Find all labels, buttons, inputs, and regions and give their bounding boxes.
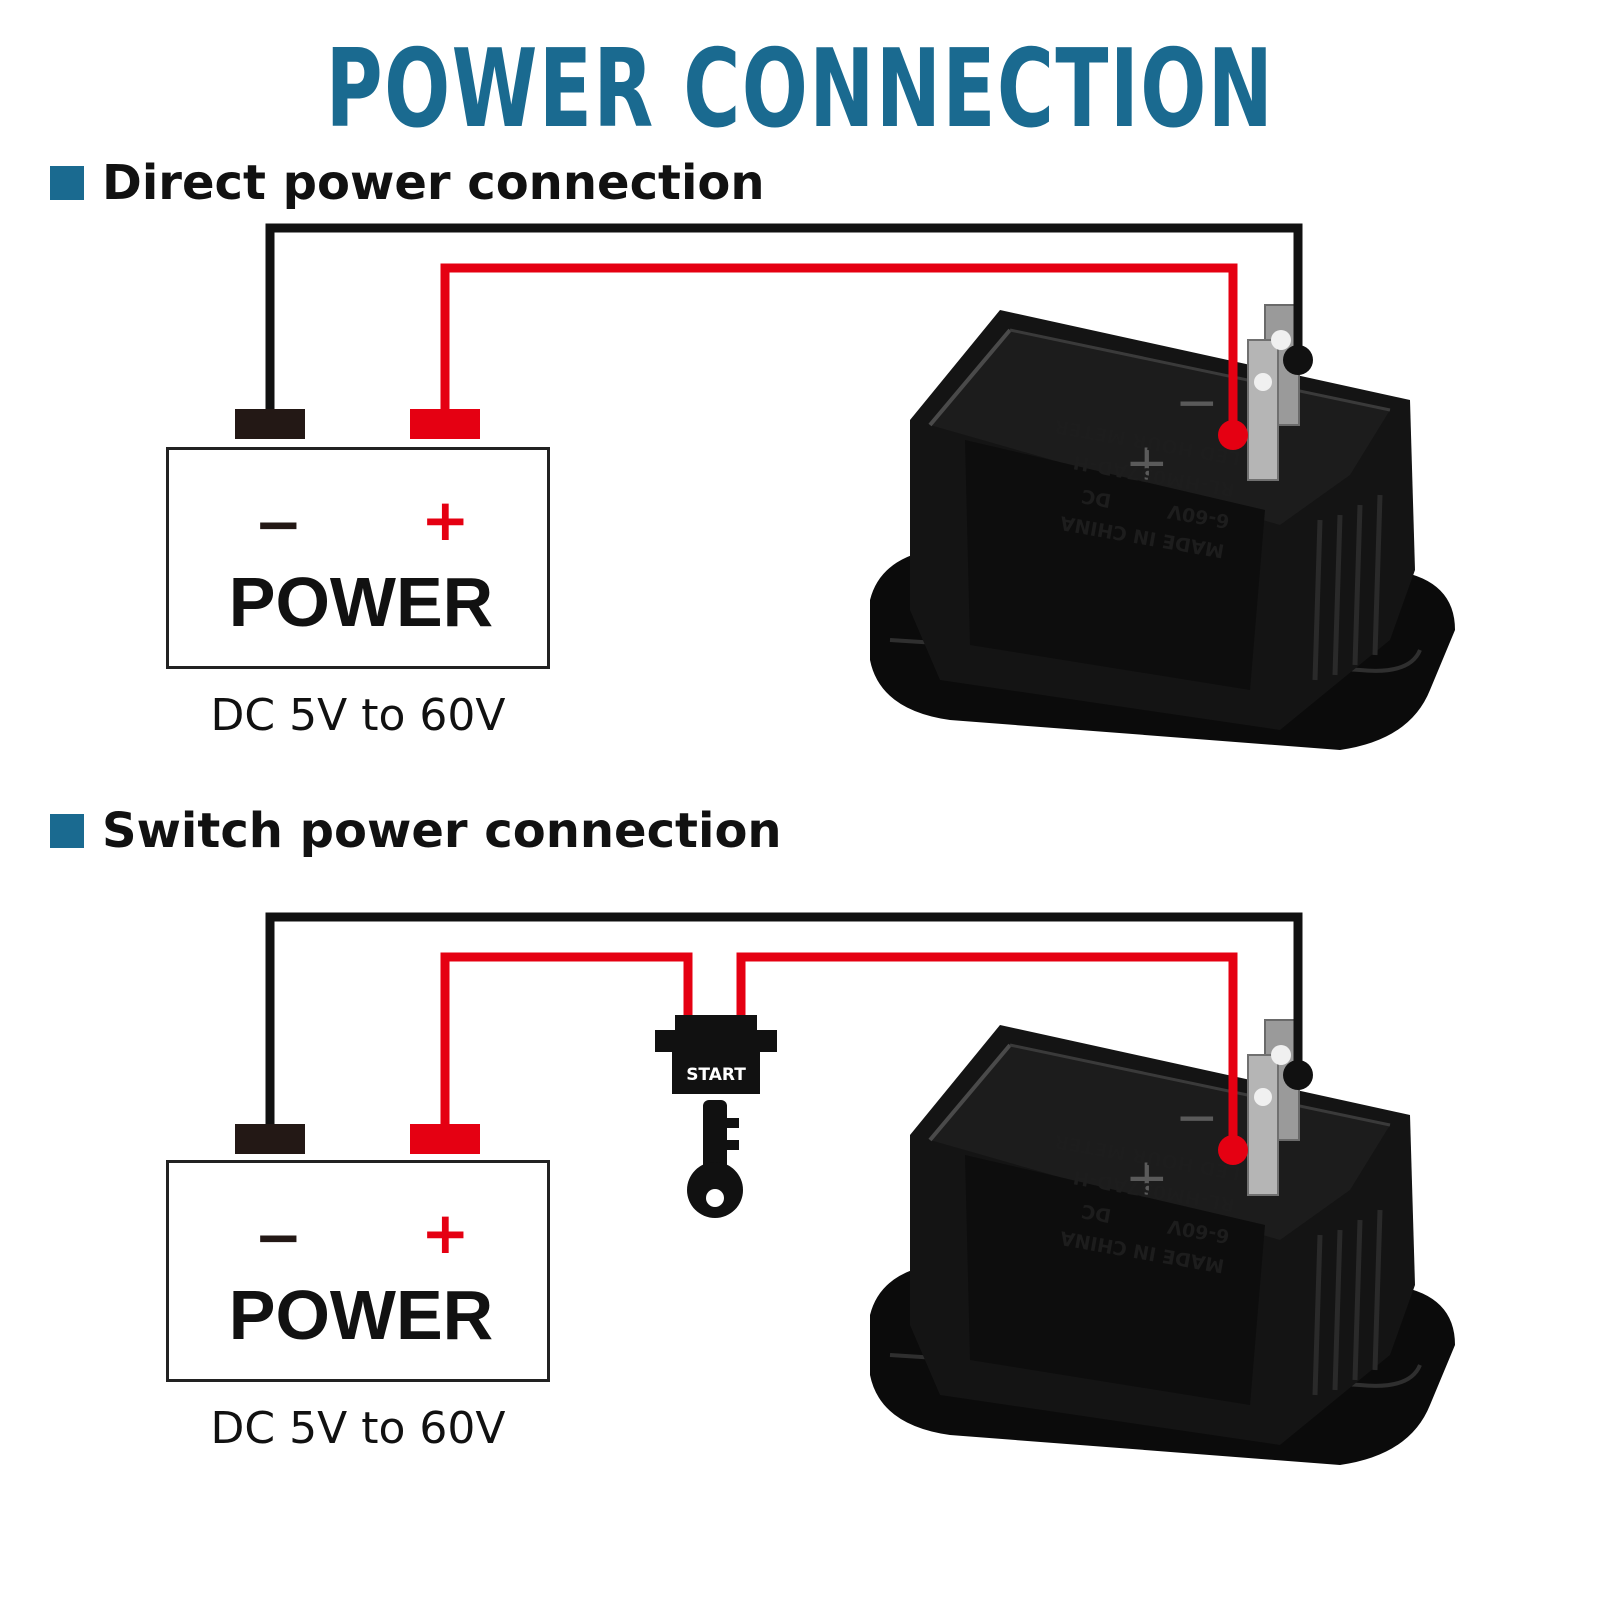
meter-dc-text: DC	[1080, 485, 1113, 512]
meter-dc-text: DC	[1080, 1200, 1113, 1227]
battery-label: POWER	[228, 563, 494, 641]
page-title: POWER CONNECTION	[325, 27, 1275, 152]
negative-sign: −	[254, 1203, 303, 1271]
positive-terminal-dot	[1218, 1135, 1248, 1165]
negative-sign: −	[254, 490, 303, 558]
hour-meter-2	[870, 1020, 1455, 1465]
meter-plus-sign: +	[1125, 1148, 1169, 1208]
positive-terminal-dot	[1218, 420, 1248, 450]
key-icon	[687, 1100, 743, 1218]
section-marker-icon	[50, 814, 84, 848]
meter-minus-sign: −	[1175, 1088, 1219, 1148]
negative-wire	[265, 223, 1303, 409]
positive-wire-to-meter	[736, 952, 1238, 1145]
ignition-switch: START	[655, 1015, 777, 1094]
section-marker-icon	[50, 166, 84, 200]
battery-box: − + POWER	[166, 447, 550, 669]
section-heading-text: Direct power connection	[102, 155, 765, 211]
positive-sign: +	[421, 486, 470, 554]
meter-plus-sign: +	[1125, 433, 1169, 493]
voltage-label: DC 5V to 60V	[210, 690, 506, 741]
negative-terminal-dot	[1283, 1060, 1313, 1090]
negative-wire	[265, 912, 1303, 1124]
battery-label: POWER	[228, 1276, 494, 1354]
section-heading-switch: Switch power connection	[50, 803, 782, 859]
positive-sign: +	[421, 1199, 470, 1267]
switch-start-label: START	[686, 1065, 746, 1085]
battery-positive-terminal	[410, 1124, 480, 1154]
battery-box: − + POWER	[166, 1160, 550, 1382]
negative-terminal-dot	[1283, 345, 1313, 375]
section-heading-text: Switch power connection	[102, 803, 782, 859]
section-heading-direct: Direct power connection	[50, 155, 765, 211]
voltage-label: DC 5V to 60V	[210, 1403, 506, 1454]
positive-wire	[440, 263, 1238, 430]
meter-minus-sign: −	[1175, 373, 1219, 433]
positive-wire-to-switch	[440, 952, 693, 1124]
hour-meter-1	[870, 305, 1455, 750]
battery-positive-terminal	[410, 409, 480, 439]
battery-negative-terminal	[235, 409, 305, 439]
battery-negative-terminal	[235, 1124, 305, 1154]
